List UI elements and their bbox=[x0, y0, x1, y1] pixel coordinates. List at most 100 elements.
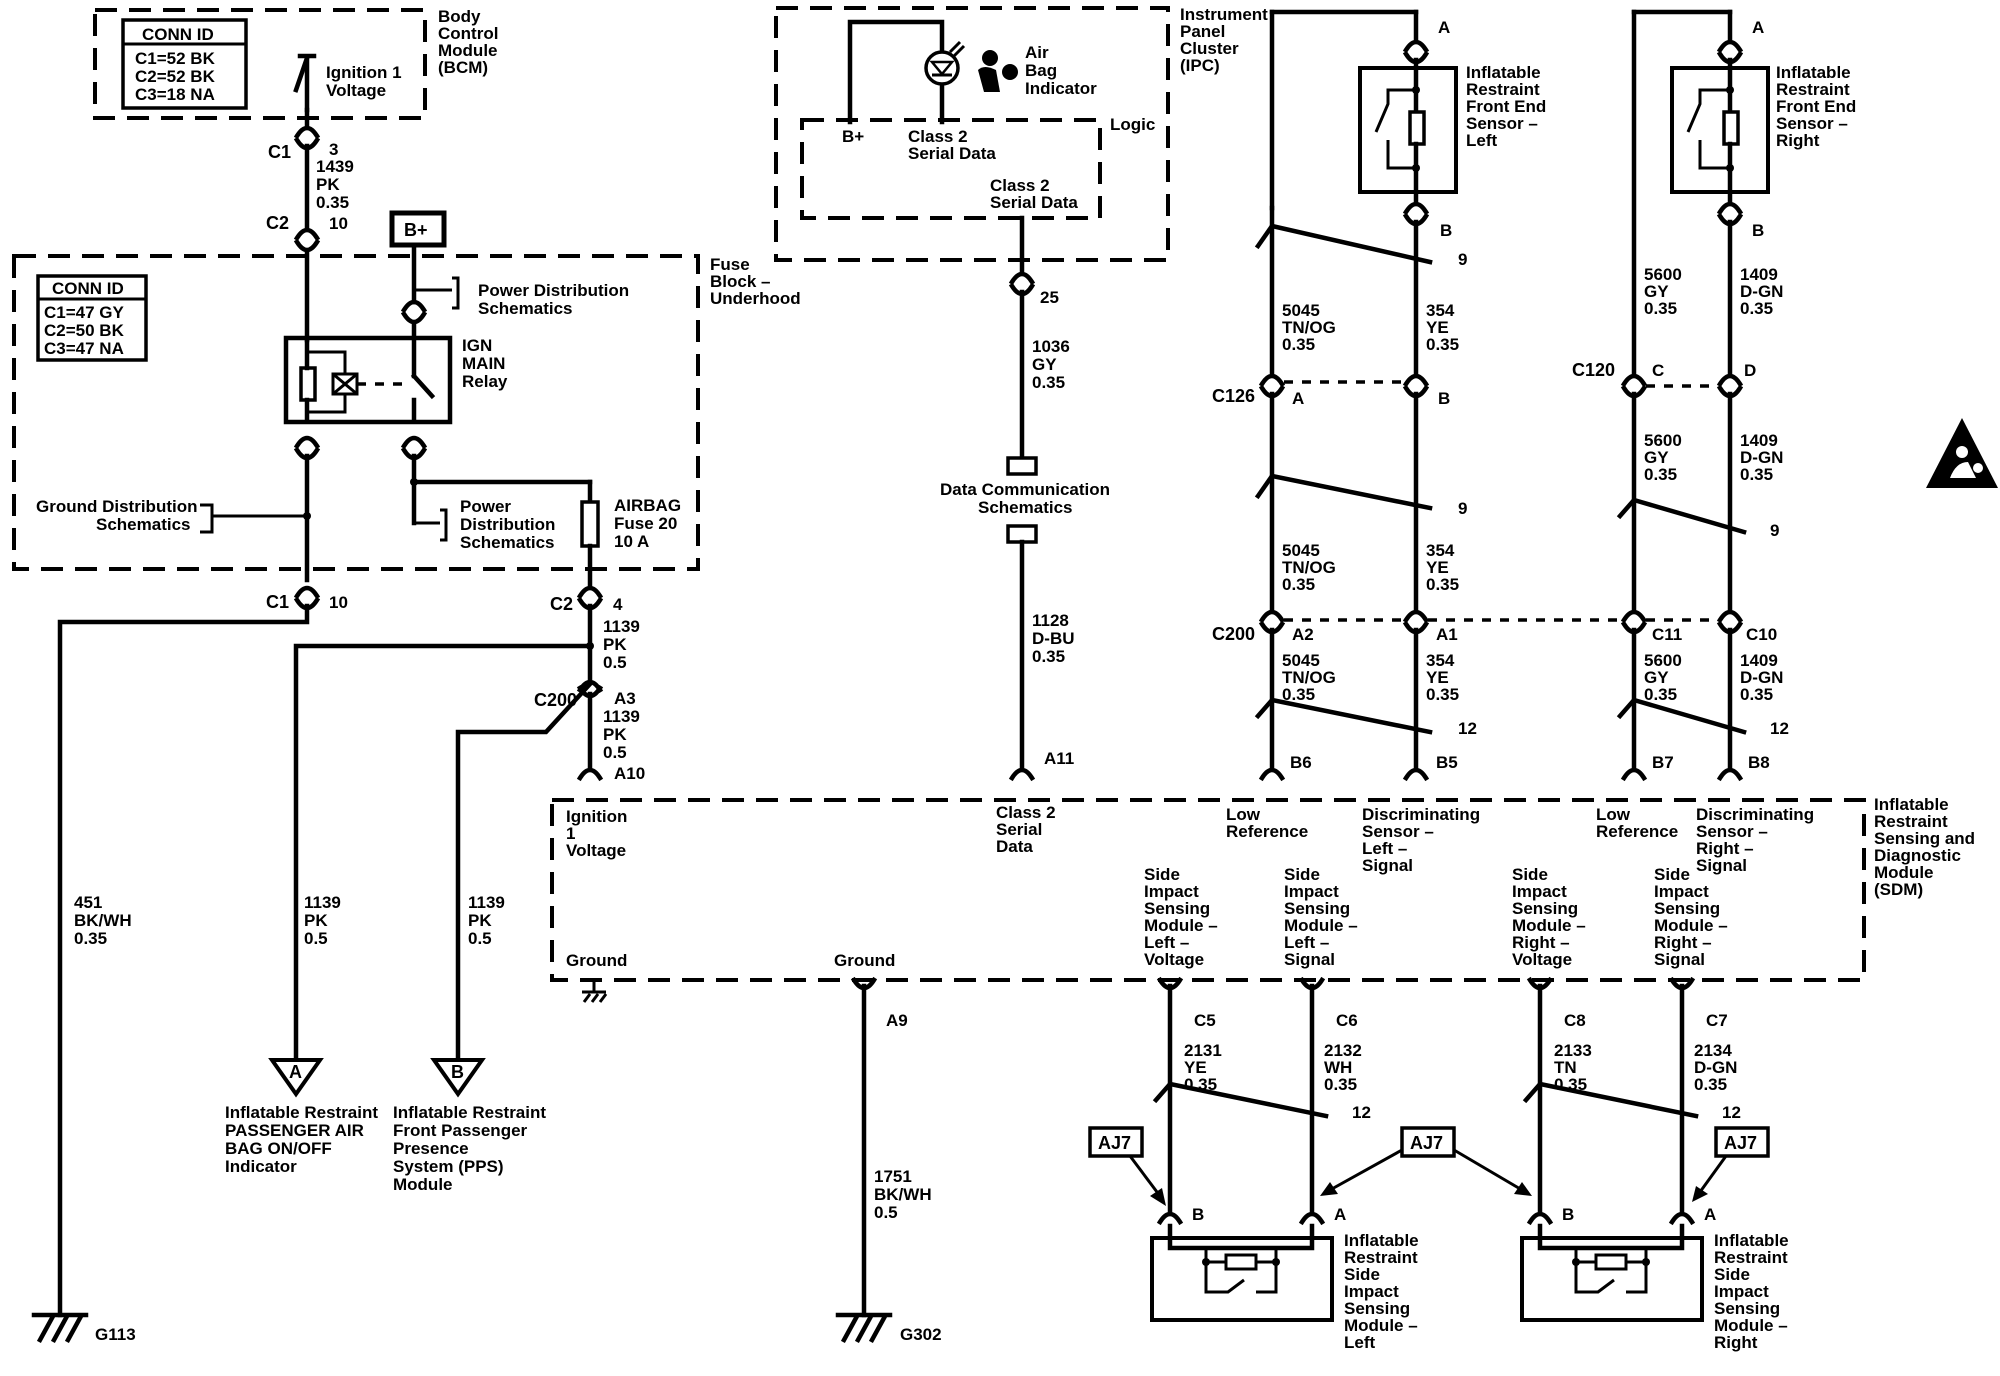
wire-5045-size-2: 0.35 bbox=[1282, 575, 1315, 594]
sdm-sim-ls-2: Impact bbox=[1284, 882, 1339, 901]
airbag-fuse bbox=[580, 500, 600, 548]
wire-1751-size: 0.5 bbox=[874, 1203, 898, 1222]
bcm-module: CONN ID C1=52 BK C2=52 BK C3=18 NA Body … bbox=[93, 7, 498, 120]
wire-1409-size-3: 0.35 bbox=[1740, 685, 1773, 704]
ipc-data1-label-1: Class 2 bbox=[908, 127, 968, 146]
sdm-sim-rs-4: Module – bbox=[1654, 916, 1728, 935]
reference-b-text-1: Inflatable Restraint bbox=[393, 1103, 546, 1122]
sr-name-3: Side bbox=[1714, 1265, 1750, 1284]
wire-2134-num: 2134 bbox=[1694, 1041, 1732, 1060]
side-impact-module-left bbox=[1150, 1223, 1334, 1322]
wire-2131-num: 2131 bbox=[1184, 1041, 1222, 1060]
bcm-switch-label-2: Voltage bbox=[326, 81, 386, 100]
fb-conn-c1: C1=47 GY bbox=[44, 303, 125, 322]
wire-5600-num-3: 5600 bbox=[1644, 651, 1682, 670]
sdm-name-5: Module bbox=[1874, 863, 1934, 882]
ground-g302-icon bbox=[835, 1312, 893, 1344]
sdm-sim-lv-6: Voltage bbox=[1144, 950, 1204, 969]
sdm-sim-rs-1: Side bbox=[1654, 865, 1690, 884]
ipc-indicator-2: Bag bbox=[1025, 61, 1057, 80]
wire-2132-size: 0.35 bbox=[1324, 1075, 1357, 1094]
wire-451-color: BK/WH bbox=[74, 911, 132, 930]
sdm-pin-disc-r-1: Discriminating bbox=[1696, 805, 1814, 824]
aj7-box-right bbox=[1714, 1126, 1770, 1158]
fl-name-3: Front End bbox=[1466, 97, 1546, 116]
sdm-pin-b6: B6 bbox=[1290, 753, 1312, 772]
sdm-pin-disc-l-3: Left – bbox=[1362, 839, 1407, 858]
ipc-name-2: Panel bbox=[1180, 22, 1225, 41]
sdm-name-6: (SDM) bbox=[1874, 880, 1923, 899]
bcm-name-1: Body bbox=[438, 7, 481, 26]
aj7-label-left: AJ7 bbox=[1098, 1133, 1131, 1153]
fb-c2-label: C2 bbox=[266, 213, 289, 233]
sdm-sim-rs-2: Impact bbox=[1654, 882, 1709, 901]
fb-conn-c2: C2=50 BK bbox=[44, 321, 125, 340]
sdm-sim-rv-4: Module – bbox=[1512, 916, 1586, 935]
sdm-sim-ls-6: Signal bbox=[1284, 950, 1335, 969]
wire-1128-size: 0.35 bbox=[1032, 647, 1065, 666]
sdm-case-ground-icon bbox=[582, 980, 608, 1003]
fuse-block-underhood: CONN ID C1=47 GY C2=50 BK C3=47 NA Fuse … bbox=[12, 254, 801, 571]
wire-5600-color-3: GY bbox=[1644, 668, 1669, 687]
wire-5045-num-1: 5045 bbox=[1282, 301, 1320, 320]
sr-name-7: Right bbox=[1714, 1333, 1758, 1352]
sdm-pin-b7: B7 bbox=[1652, 753, 1674, 772]
fb-name-3: Underhood bbox=[710, 289, 801, 308]
bcm-name-3: Module bbox=[438, 41, 498, 60]
wire-354-color-1: YE bbox=[1426, 318, 1449, 337]
sdm-pin-ign-2: 1 bbox=[566, 824, 575, 843]
power-dist-top-2: Schematics bbox=[478, 299, 573, 318]
reference-b-text-3: Presence bbox=[393, 1139, 469, 1158]
wire-1036-color: GY bbox=[1032, 355, 1057, 374]
wire-2132-num: 2132 bbox=[1324, 1041, 1362, 1060]
data-comm-splice bbox=[1006, 456, 1038, 476]
data-comm-1: Data Communication bbox=[940, 480, 1110, 499]
sdm-pin-disc-r-4: Signal bbox=[1696, 856, 1747, 875]
ipc-pin-25: 25 bbox=[1040, 288, 1059, 307]
fuse-label-1: AIRBAG bbox=[614, 496, 681, 515]
sr-name-1: Inflatable bbox=[1714, 1231, 1789, 1250]
ipc-name-1: Instrument bbox=[1180, 5, 1268, 24]
sdm-sim-rv-5: Right – bbox=[1512, 933, 1570, 952]
sr-name-5: Sensing bbox=[1714, 1299, 1780, 1318]
sl-name-2: Restraint bbox=[1344, 1248, 1418, 1267]
wire-5045-size-1: 0.35 bbox=[1282, 335, 1315, 354]
sr-pin-a: A bbox=[1704, 1205, 1716, 1224]
c200-pin-a2: A2 bbox=[1292, 625, 1314, 644]
wire-1139c-size: 0.5 bbox=[304, 929, 328, 948]
wire-1751-color: BK/WH bbox=[874, 1185, 932, 1204]
sdm-pin-lowref-r-1: Low bbox=[1596, 805, 1631, 824]
sl-pin-a: A bbox=[1334, 1205, 1346, 1224]
aj7-box-left bbox=[1088, 1126, 1144, 1158]
wire-1139b-size: 0.5 bbox=[603, 743, 627, 762]
wire-2132-color: WH bbox=[1324, 1058, 1352, 1077]
ground-g302-label: G302 bbox=[900, 1325, 942, 1344]
wire-2134-size: 0.35 bbox=[1694, 1075, 1727, 1094]
reference-a-text-3: BAG ON/OFF bbox=[225, 1139, 332, 1158]
fl-pin-a: A bbox=[1438, 18, 1450, 37]
sdm-a10-pin: A10 bbox=[614, 764, 645, 783]
sdm-sim-rs-5: Right – bbox=[1654, 933, 1712, 952]
ground-g113-label: G113 bbox=[95, 1325, 136, 1344]
wire-1409-color-1: D-GN bbox=[1740, 282, 1783, 301]
sdm-name-2: Restraint bbox=[1874, 812, 1948, 831]
wire-5600-num-2: 5600 bbox=[1644, 431, 1682, 450]
ipc-logic-label: Logic bbox=[1110, 115, 1155, 134]
c126-pin-a: A bbox=[1292, 389, 1304, 408]
fuse-label-3: 10 A bbox=[614, 532, 649, 551]
fb-c2-pin: 10 bbox=[329, 214, 348, 233]
sdm-pin-ign-1: Ignition bbox=[566, 807, 627, 826]
sr-name-6: Module – bbox=[1714, 1316, 1788, 1335]
sl-name-1: Inflatable bbox=[1344, 1231, 1419, 1250]
fb-c2b-label: C2 bbox=[550, 594, 573, 614]
sr-name-4: Impact bbox=[1714, 1282, 1769, 1301]
wire-5045-num-2: 5045 bbox=[1282, 541, 1320, 560]
power-dist-mid-3: Schematics bbox=[460, 533, 555, 552]
fb-conn-title: CONN ID bbox=[52, 279, 124, 298]
sdm-sim-rs-6: Signal bbox=[1654, 950, 1705, 969]
sdm-sim-lv-3: Sensing bbox=[1144, 899, 1210, 918]
fuse-label-2: Fuse 20 bbox=[614, 514, 677, 533]
twist-label-5: 12 bbox=[1770, 719, 1789, 738]
sdm-pin-ign-3: Voltage bbox=[566, 841, 626, 860]
sdm-sim-ls-3: Sensing bbox=[1284, 899, 1350, 918]
